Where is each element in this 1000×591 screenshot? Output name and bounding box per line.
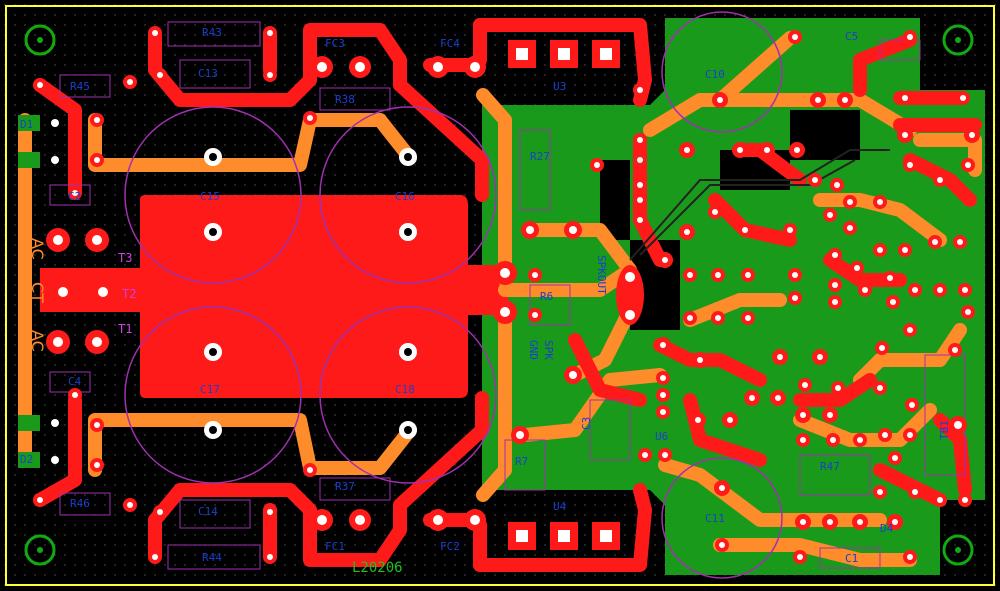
label-c5: C5 [845, 30, 858, 43]
label-r43: R43 [202, 26, 222, 39]
label-r45: R45 [70, 80, 90, 93]
label-r46: R46 [70, 497, 90, 510]
label-c15: C15 [200, 190, 220, 203]
signal-traces [629, 149, 890, 261]
label-u4: U4 [553, 500, 567, 513]
label-c3: C3 [580, 417, 593, 430]
label-d2: D2 [20, 453, 33, 466]
bottom-traces [18, 31, 982, 567]
label-gnd: GND [527, 340, 540, 360]
label-c1: C1 [845, 552, 858, 565]
label-r7: R7 [515, 455, 528, 468]
label-fc3: FC3 [325, 37, 345, 50]
label-c13: C13 [198, 67, 218, 80]
label-d4: D4 [880, 522, 894, 535]
label-spk: SPK [542, 340, 555, 360]
label-c14: C14 [198, 505, 218, 518]
label-r27: R27 [530, 150, 550, 163]
label-c4: C4 [68, 375, 82, 388]
label-t3: T3 [118, 251, 132, 265]
label-r6: R6 [540, 290, 553, 303]
label-spkout: SPKOUT [595, 255, 608, 295]
label-c16: C16 [395, 190, 415, 203]
label-r38: R38 [335, 93, 355, 106]
label-u6: U6 [655, 430, 668, 443]
component-outlines [49, 21, 966, 570]
label-fc2: FC2 [440, 540, 460, 553]
label-c17: C17 [200, 383, 220, 396]
label-fc4: FC4 [440, 37, 460, 50]
board-name: L20206 [352, 560, 403, 576]
label-r47: R47 [820, 460, 840, 473]
label-ct: CT [28, 282, 47, 303]
board-outline [5, 5, 995, 586]
label-r37: R37 [335, 480, 355, 493]
label-u3: U3 [553, 80, 566, 93]
label-c18: C18 [395, 383, 415, 396]
label-d1: D1 [20, 118, 33, 131]
mounting-holes [24, 24, 974, 566]
label-ac-bottom: AC [28, 330, 47, 352]
label-tb1: TB1 [938, 420, 951, 440]
label-c10: C10 [705, 68, 725, 81]
label-t2: T2 [122, 287, 136, 301]
label-t1: T1 [118, 322, 132, 336]
label-c2: C2 [68, 190, 81, 203]
label-ac-top: AC [28, 238, 47, 260]
pads [18, 26, 980, 564]
ground-pour-cutouts [600, 110, 860, 330]
capacitor-outlines [124, 11, 783, 579]
label-fc1: FC1 [325, 540, 345, 553]
label-c11: C11 [705, 512, 725, 525]
label-r44: R44 [202, 551, 222, 564]
